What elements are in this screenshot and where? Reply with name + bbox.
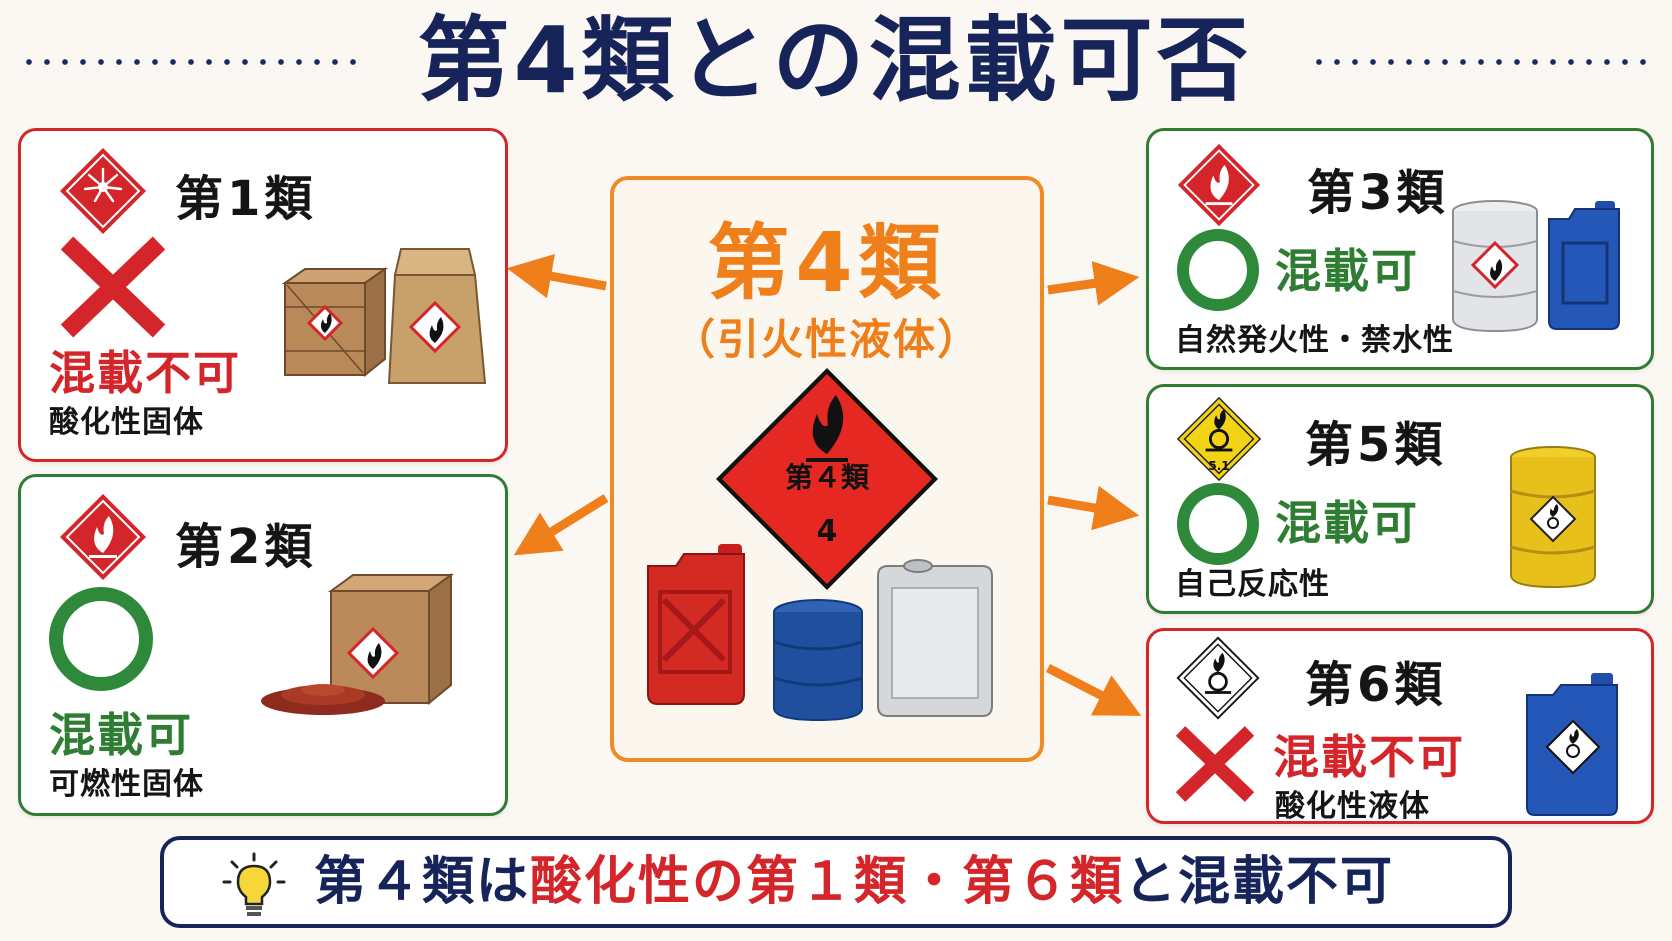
placard-number: 4 [816,514,838,549]
class1-card: 第1類 混載不可 酸化性固体 [18,128,508,462]
explosive-placard-icon [60,148,146,234]
drum-and-jerrycan-icon [1452,200,1620,333]
circle-mark-icon [49,587,153,691]
class3-status: 混載可 [1275,244,1419,298]
arrow-to-class3 [1047,261,1140,306]
class6-description: 酸化性液体 [1275,789,1430,824]
summary-part3: と混載不可 [1124,852,1395,912]
circle-mark-icon [1177,483,1259,565]
class2-card: 第2類 混載可 可燃性固体 [18,474,508,816]
cross-mark-icon [60,236,166,338]
class5-description: 自己反応性 [1175,567,1330,602]
title-row: 第4類との混載可否 [0,0,1672,120]
blue-container-icon [1526,673,1618,816]
oxidizer-placard-icon [1176,636,1260,720]
lightbulb-icon [222,852,286,916]
arrow-to-class1 [506,253,607,299]
flammable-liquid-placard-icon [716,368,938,590]
circle-mark-icon [1177,229,1259,311]
class1-description: 酸化性固体 [49,405,204,440]
class4-center-panel: 第4類 （引火性液体） 第４類 4 [610,176,1044,762]
arrow-to-class2 [513,494,609,556]
summary-part1: 第４類は [314,852,531,912]
class6-title: 第6類 [1305,657,1447,713]
organic-peroxide-placard-icon [1176,396,1262,482]
class2-description: 可燃性固体 [49,767,204,802]
flammable-solid-placard-icon [60,494,146,580]
class3-title: 第3類 [1307,165,1449,221]
class2-title: 第2類 [175,519,317,575]
summary-part2: 酸化性の第１類・第６類 [530,852,1125,912]
summary-text: 第４類は酸化性の第１類・第６類と混載不可 [314,852,1394,912]
arrow-to-class5 [1047,485,1140,531]
class6-status: 混載不可 [1273,730,1465,784]
class4-subtitle: （引火性液体） [672,315,981,364]
class1-title: 第1類 [175,171,317,227]
page-title: 第4類との混載可否 [417,7,1253,114]
class6-card: 第6類 混載不可 酸化性液体 [1146,628,1654,824]
class3-card: 第3類 混載可 自然発火性・禁水性 [1146,128,1654,370]
cross-mark-icon [1175,726,1255,802]
crate-and-bag-icon [281,248,487,384]
class3-description: 自然発火性・禁水性 [1175,323,1454,358]
class2-status: 混載可 [49,708,193,762]
placard-5-number: 5.1 [1208,459,1230,473]
class4-title: 第4類 [707,216,947,311]
class5-title: 第5類 [1305,417,1447,473]
class1-status: 混載不可 [49,346,241,400]
class5-card: 5.1 第5類 混載可 自己反応性 [1146,384,1654,614]
fuel-containers-icon [647,544,993,722]
arrow-to-class6 [1045,663,1142,716]
class5-status: 混載可 [1275,496,1419,550]
box-and-powder-icon [261,573,455,715]
summary-note: 第４類は酸化性の第１類・第６類と混載不可 [160,836,1512,928]
title-dots-right [1310,58,1658,66]
title-dots-left [20,58,360,66]
placard-label: 第４類 [784,461,869,494]
pyrophoric-placard-icon [1177,143,1261,227]
yellow-drum-icon [1510,446,1596,589]
